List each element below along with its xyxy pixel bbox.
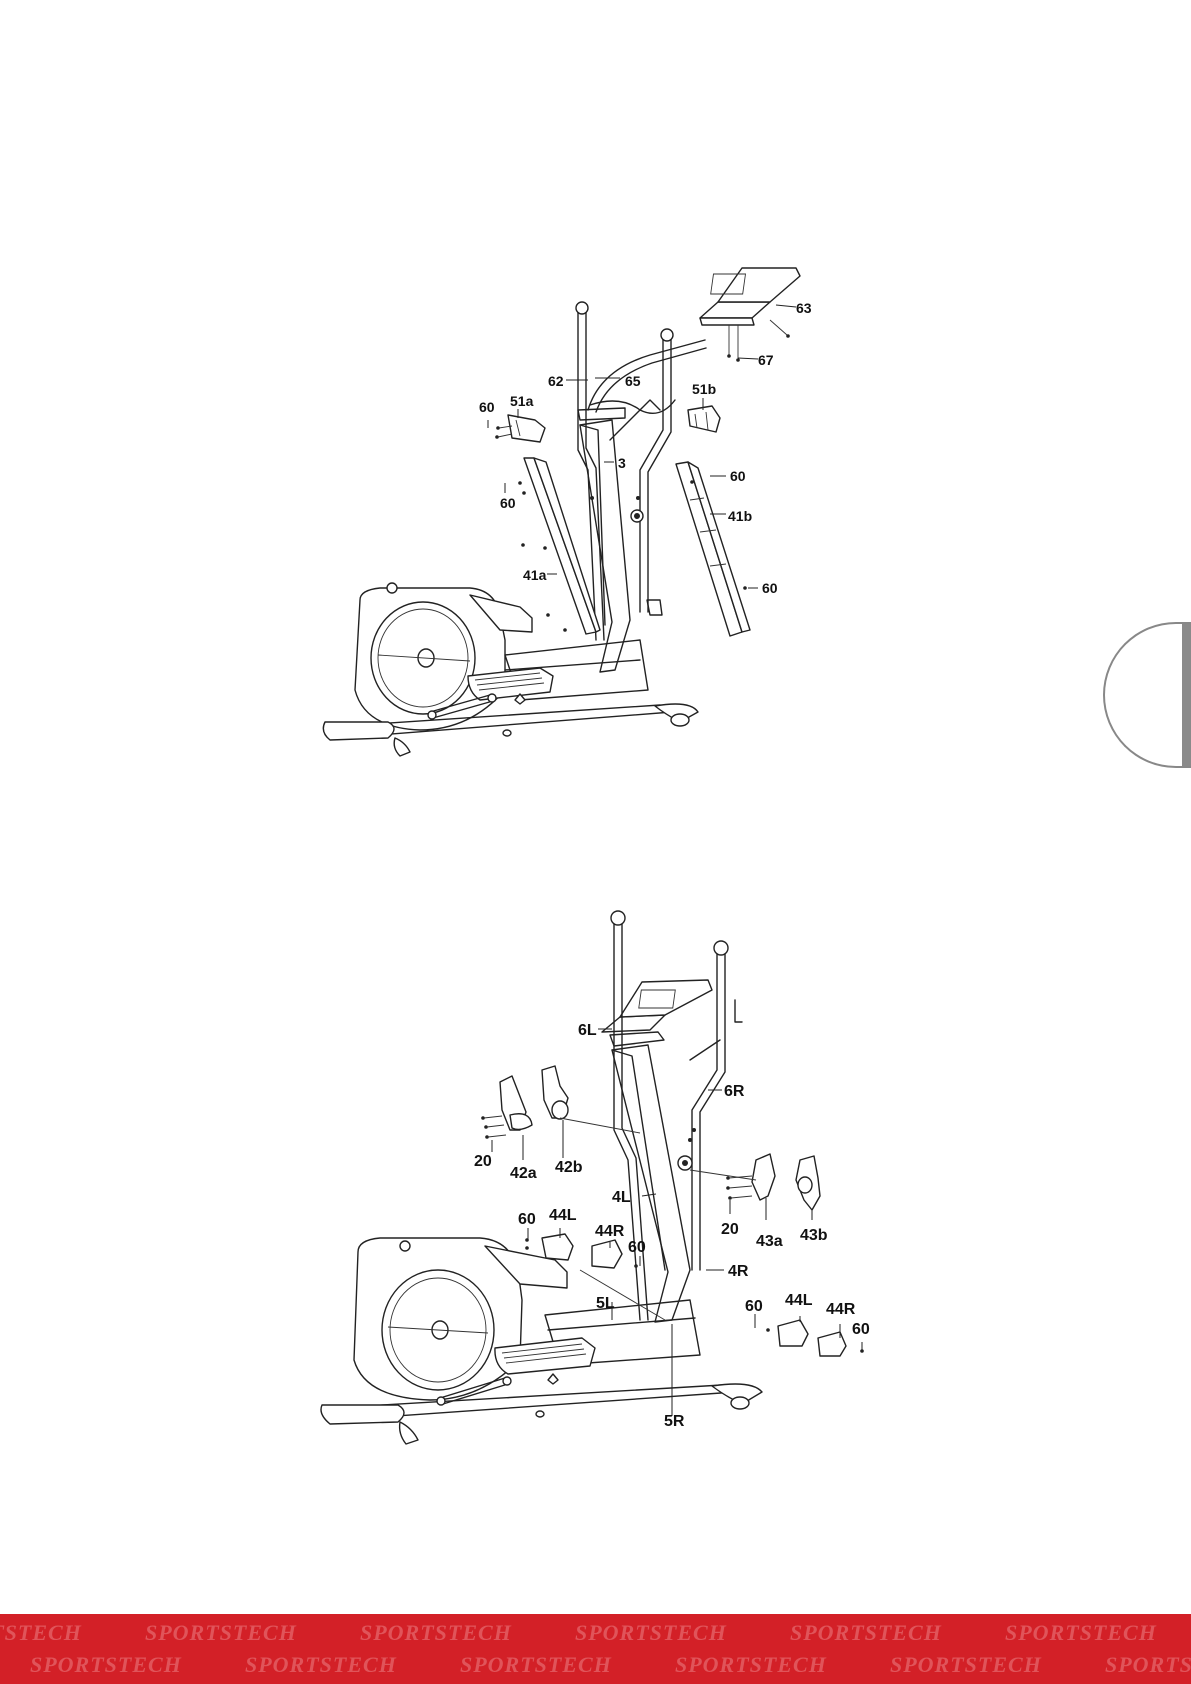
pivot-cover-42 bbox=[481, 1066, 640, 1139]
cover-41b bbox=[676, 462, 750, 636]
callout-20-right: 20 bbox=[721, 1221, 739, 1238]
brand-wordmark: SPORTSTECH bbox=[145, 1620, 360, 1646]
callout-43a: 43a bbox=[756, 1233, 783, 1250]
callout-51b: 51b bbox=[692, 381, 716, 397]
callout-60-left: 60 bbox=[500, 495, 516, 511]
brand-wordmark: SPORTSTECH bbox=[360, 1620, 575, 1646]
callout-3: 3 bbox=[618, 455, 626, 471]
brand-wordmark: SPORTSTECH bbox=[575, 1620, 790, 1646]
brand-wordmark: SPORTSTECH bbox=[0, 1620, 145, 1646]
callout-60-upper-right: 60 bbox=[628, 1239, 646, 1256]
brand-wordmark: SPORTSTECH bbox=[1005, 1620, 1191, 1646]
callout-20-left: 20 bbox=[474, 1153, 492, 1170]
callout-5L: 5L bbox=[596, 1295, 615, 1312]
callout-60-lower-left: 60 bbox=[745, 1298, 763, 1315]
callout-4L: 4L bbox=[612, 1189, 631, 1206]
cover-41a bbox=[518, 458, 600, 634]
brand-wordmark: SPORTSTECH bbox=[790, 1620, 1005, 1646]
callout-5R: 5R bbox=[664, 1413, 685, 1430]
callout-63: 63 bbox=[796, 300, 812, 316]
elliptical-trainer-drawing-bottom: 6L 6R 20 42a 42b 4L 60 44L 44R 60 20 43a… bbox=[0, 800, 1191, 1500]
page-tab-bar bbox=[1182, 624, 1191, 766]
cover-51b bbox=[688, 406, 720, 432]
callout-43b: 43b bbox=[800, 1227, 828, 1244]
callout-51a: 51a bbox=[510, 393, 534, 409]
brand-footer: SPORTSTECHSPORTSTECHSPORTSTECHSPORTSTECH… bbox=[0, 1614, 1191, 1684]
pivot-cover-43 bbox=[690, 1154, 820, 1210]
callout-60-lower-right: 60 bbox=[852, 1321, 870, 1338]
callout-65: 65 bbox=[625, 373, 641, 389]
brand-wordmark: SPORTSTECH bbox=[890, 1652, 1105, 1678]
callout-62: 62 bbox=[548, 373, 564, 389]
callout-44L-lower: 44L bbox=[785, 1292, 813, 1309]
callout-60-right-upper: 60 bbox=[730, 468, 746, 484]
brand-wordmark: SPORTSTECH bbox=[30, 1652, 245, 1678]
exploded-diagram-bottom: 6L 6R 20 42a 42b 4L 60 44L 44R 60 20 43a… bbox=[0, 800, 1191, 1500]
callout-41a: 41a bbox=[523, 567, 547, 583]
callout-60-upper-left: 60 bbox=[518, 1211, 536, 1228]
callout-67: 67 bbox=[758, 352, 774, 368]
brand-wordmark: SPORTSTECH bbox=[460, 1652, 675, 1678]
callout-41b: 41b bbox=[728, 508, 752, 524]
moving-handlebars bbox=[611, 911, 742, 1320]
callout-42a: 42a bbox=[510, 1165, 537, 1182]
callout-60-right-lower: 60 bbox=[762, 580, 778, 596]
callout-6R: 6R bbox=[724, 1083, 745, 1100]
callout-6L: 6L bbox=[578, 1022, 597, 1039]
exploded-diagram-top: 63 67 62 65 51b 60 51a 3 60 60 41b 41a 6… bbox=[0, 0, 1191, 800]
callout-4R: 4R bbox=[728, 1263, 749, 1280]
leader-lines bbox=[488, 305, 796, 588]
cover-51a bbox=[495, 415, 545, 442]
brand-pattern-row-1: SPORTSTECHSPORTSTECHSPORTSTECHSPORTSTECH… bbox=[0, 1620, 1191, 1646]
flywheel-housing bbox=[354, 1238, 567, 1400]
callout-60-top-left: 60 bbox=[479, 399, 495, 415]
callout-44L-upper: 44L bbox=[549, 1207, 577, 1224]
callout-42b: 42b bbox=[555, 1159, 583, 1176]
callout-44R-upper: 44R bbox=[595, 1223, 625, 1240]
callout-44R-lower: 44R bbox=[826, 1301, 856, 1318]
elliptical-trainer-drawing-top: 63 67 62 65 51b 60 51a 3 60 60 41b 41a 6… bbox=[0, 0, 1191, 800]
rail-cover-44-right bbox=[766, 1320, 864, 1356]
brand-wordmark: SPORTSTECH bbox=[1105, 1652, 1191, 1678]
console-assembly bbox=[700, 268, 800, 362]
brand-wordmark: SPORTSTECH bbox=[245, 1652, 460, 1678]
upright-column bbox=[602, 980, 720, 1322]
brand-wordmark: SPORTSTECH bbox=[675, 1652, 890, 1678]
